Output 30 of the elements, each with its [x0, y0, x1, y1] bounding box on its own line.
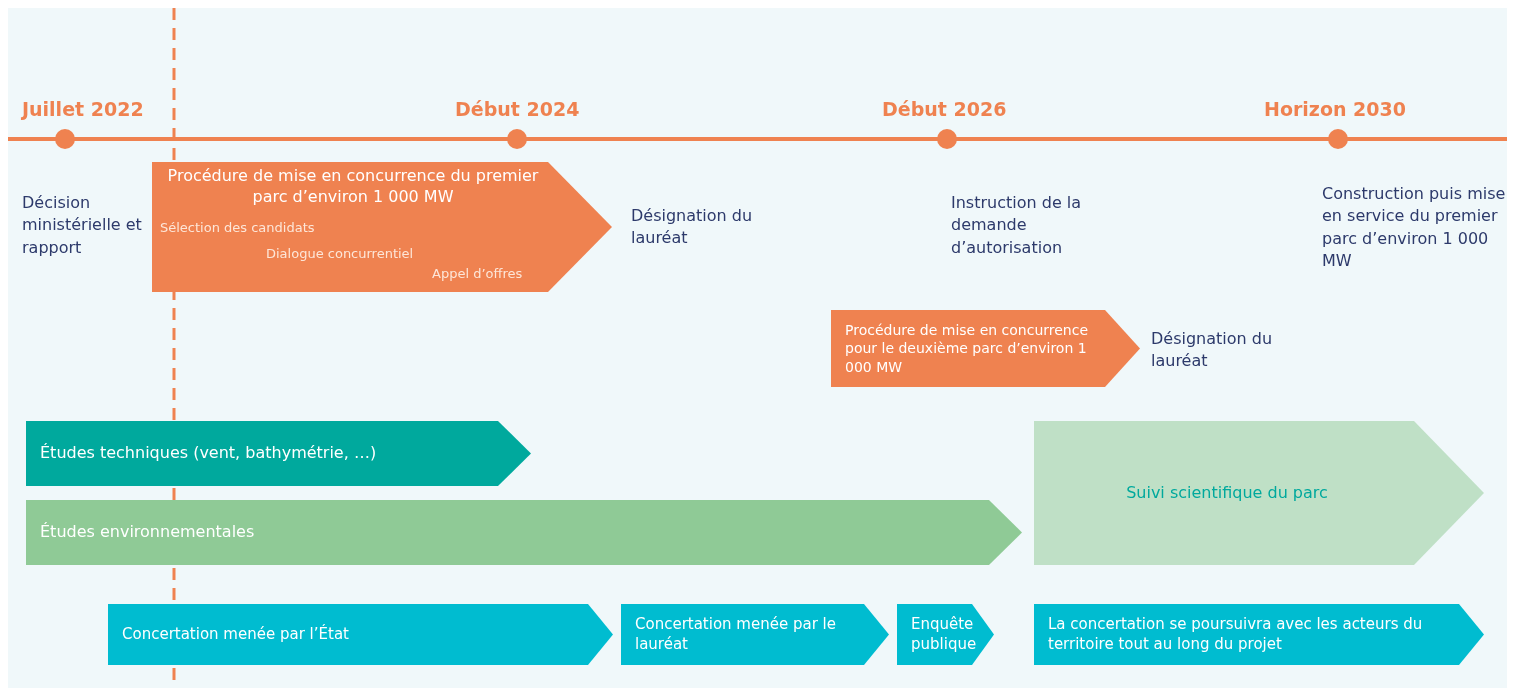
band-title: Procédure de mise en concurrence du premier parc d’environ 1 000 MW	[166, 166, 540, 208]
arrow-band	[26, 421, 531, 486]
arrow-band	[897, 604, 994, 665]
phase-label: Sélection des candidats	[160, 220, 315, 235]
band-title: Procédure de mise en concurrence pour le deuxième parc d’environ 1 000 MW	[845, 321, 1090, 376]
arrow-band	[1034, 604, 1484, 665]
arrow-band	[108, 604, 613, 665]
band-title: Suivi scientifique du parc	[1126, 482, 1328, 504]
milestone-date: Horizon 2030	[1264, 98, 1406, 120]
arrow-band	[26, 500, 1022, 565]
milestone-note: Instruction de la demande d’autorisation	[951, 192, 1083, 259]
band-title: Études techniques (vent, bathymétrie, …)	[40, 443, 377, 464]
phase-label: Appel d’offres	[432, 266, 523, 281]
milestone-note: Désignation du lauréat	[1151, 328, 1274, 373]
phase-label: Dialogue concurrentiel	[266, 246, 414, 261]
arrow-band	[1034, 421, 1484, 565]
milestone-note: Construction puis mise en service du premier parc d’environ 1 000 MW	[1322, 183, 1507, 273]
band-title: Enquête publique	[911, 615, 977, 654]
milestone-date: Juillet 2022	[22, 98, 144, 120]
arrow-band	[621, 604, 889, 665]
milestone-date: Début 2024	[455, 98, 580, 120]
band-title: La concertation se poursuivra avec les acteurs du territoire tout au long du projet	[1048, 615, 1424, 654]
band-title: Concertation menée par le lauréat	[635, 615, 837, 654]
milestone-date: Début 2026	[882, 98, 1007, 120]
milestone-note: Décision ministérielle et rapport	[22, 192, 143, 259]
band-title: Concertation menée par l’État	[122, 624, 349, 645]
band-title: Études environnementales	[40, 522, 255, 543]
arrow-band	[831, 310, 1140, 387]
milestone-note: Désignation du lauréat	[631, 205, 754, 250]
arrow-band	[152, 162, 612, 292]
